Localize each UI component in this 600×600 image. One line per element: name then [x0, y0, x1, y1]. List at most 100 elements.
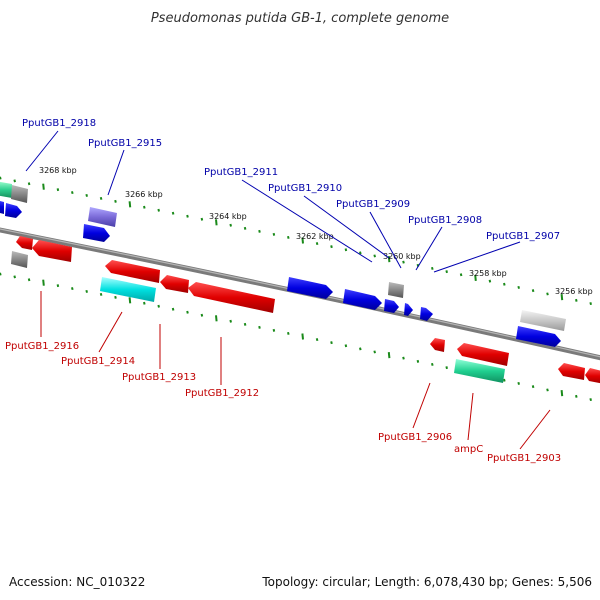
- major-tick: [560, 390, 564, 397]
- tick-label: 3266 kbp: [125, 190, 163, 199]
- leader-line: [519, 409, 551, 450]
- cyan-feature: [100, 277, 156, 302]
- tick-label: 3264 kbp: [209, 212, 247, 221]
- minor-tick: [171, 307, 175, 311]
- minor-tick: [243, 226, 247, 230]
- gene-label[interactable]: PputGB1_2913: [122, 372, 196, 383]
- minor-tick: [0, 176, 2, 180]
- leader-lines: [25, 130, 551, 450]
- minor-tick: [445, 270, 448, 274]
- minor-tick: [272, 328, 276, 332]
- minor-tick: [171, 211, 175, 215]
- minor-tick: [200, 217, 204, 221]
- minor-tick: [157, 304, 160, 308]
- minor-tick: [85, 193, 88, 197]
- forward-cds: [5, 203, 22, 218]
- major-tick: [387, 256, 391, 263]
- gray-feature: [388, 282, 404, 298]
- gene-label[interactable]: PputGB1_2906: [378, 432, 452, 443]
- minor-tick: [71, 287, 74, 291]
- reverse-cds: [105, 260, 160, 283]
- minor-tick: [488, 279, 492, 283]
- gene-label[interactable]: PputGB1_2908: [408, 215, 482, 226]
- minor-tick: [114, 295, 117, 299]
- gene-label[interactable]: PputGB1_2911: [204, 167, 278, 178]
- minor-tick: [143, 205, 146, 209]
- minor-tick: [114, 199, 117, 203]
- minor-tick: [431, 266, 434, 270]
- major-tick: [42, 279, 45, 286]
- feature-layer: [0, 181, 600, 384]
- minor-tick: [402, 356, 405, 360]
- forward-cds: [83, 224, 110, 242]
- minor-tick: [344, 344, 348, 348]
- minor-tick: [546, 292, 549, 296]
- reverse-cds: [457, 343, 509, 366]
- minor-tick: [186, 310, 189, 314]
- gene-label[interactable]: PputGB1_2918: [22, 118, 96, 129]
- gene-label[interactable]: PputGB1_2916: [5, 341, 79, 352]
- minor-tick: [589, 302, 592, 306]
- minor-tick: [258, 229, 261, 233]
- leader-line: [98, 311, 123, 353]
- minor-tick: [431, 362, 434, 366]
- tick-label: 3260 kbp: [383, 252, 421, 261]
- minor-tick: [71, 191, 74, 195]
- topology-text: Topology: circular; Length: 6,078,430 bp…: [261, 575, 592, 589]
- gene-label[interactable]: PputGB1_2914: [61, 356, 135, 367]
- minor-tick: [330, 341, 333, 345]
- minor-tick: [13, 179, 16, 183]
- gene-label[interactable]: PputGB1_2909: [336, 199, 410, 210]
- minor-tick: [99, 196, 103, 200]
- reverse-cds: [32, 240, 72, 262]
- leader-line: [415, 226, 443, 271]
- minor-tick: [575, 298, 578, 302]
- gene-label[interactable]: PputGB1_2915: [88, 138, 162, 149]
- gene-label[interactable]: ampC: [454, 444, 483, 455]
- major-tick: [301, 237, 304, 244]
- minor-tick: [157, 208, 160, 212]
- map-title: Pseudomonas putida GB-1, complete genome: [151, 11, 449, 26]
- minor-tick: [359, 347, 362, 351]
- light-gray-feature: [520, 310, 566, 331]
- minor-tick: [27, 278, 31, 282]
- minor-tick: [258, 325, 261, 329]
- minor-tick: [13, 275, 16, 279]
- minor-tick: [272, 232, 276, 236]
- minor-tick: [99, 292, 103, 296]
- reverse-cds: [558, 363, 585, 380]
- minor-tick: [143, 301, 146, 305]
- reverse-cds: [585, 368, 600, 384]
- minor-tick: [531, 289, 535, 293]
- minor-tick: [56, 188, 60, 192]
- minor-tick: [373, 254, 376, 258]
- leader-line: [107, 149, 125, 196]
- forward-cds: [287, 277, 333, 299]
- forward-cds: [343, 289, 382, 310]
- leader-line: [303, 195, 390, 259]
- forward-cds: [404, 303, 413, 316]
- minor-tick: [503, 282, 506, 286]
- minor-tick: [229, 223, 232, 227]
- minor-tick: [531, 385, 535, 389]
- gene-label[interactable]: PputGB1_2910: [268, 183, 342, 194]
- minor-tick: [200, 313, 204, 317]
- gene-label[interactable]: PputGB1_2907: [486, 231, 560, 242]
- minor-tick: [344, 248, 348, 252]
- major-tick: [474, 274, 477, 281]
- minor-tick: [517, 381, 520, 385]
- gene-label[interactable]: PputGB1_2912: [185, 388, 259, 399]
- leader-line: [467, 392, 474, 441]
- minor-tick: [186, 214, 189, 218]
- tick-label: 3258 kbp: [469, 269, 507, 278]
- minor-tick: [315, 338, 319, 342]
- major-tick: [42, 183, 45, 190]
- gene-label[interactable]: PputGB1_2903: [487, 453, 561, 464]
- minor-tick: [503, 378, 506, 382]
- minor-tick: [287, 235, 290, 239]
- accession-text: Accession: NC_010322: [9, 575, 145, 589]
- tick-label: 3262 kbp: [296, 232, 334, 241]
- leader-line: [369, 211, 402, 269]
- reverse-cds: [430, 338, 445, 352]
- minor-tick: [373, 350, 376, 354]
